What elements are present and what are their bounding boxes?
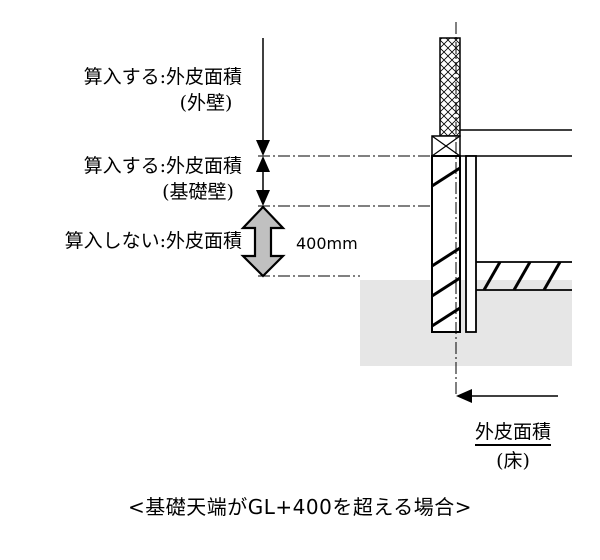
dimension-arrows [256, 38, 270, 206]
outer-wall-sublabel: (外壁) [179, 92, 233, 114]
excluded-range-arrow [240, 205, 286, 278]
floor-area-arrow [456, 389, 558, 403]
exclude-label: 算入しない:外皮面積 [64, 230, 242, 252]
include-foundation-wall-label: 算入する:外皮面積 [83, 155, 242, 177]
foundation-wall [431, 155, 461, 333]
floor-slab [476, 261, 572, 291]
wall-insulation [439, 37, 461, 137]
foundation-insulation [465, 155, 477, 333]
floor-sublabel: (床) [496, 450, 530, 472]
floor-area-label: 外皮面積 [458, 421, 568, 446]
floor-area-label-text: 外皮面積 [474, 421, 551, 446]
include-outer-wall-label: 算入する:外皮面積 [83, 66, 242, 88]
dimension-label: 400mm [296, 234, 358, 253]
foundation-wall-sublabel: (基礎壁) [162, 181, 234, 203]
diagram-caption: <基礎天端がGL+400を超える場合> [128, 495, 472, 519]
